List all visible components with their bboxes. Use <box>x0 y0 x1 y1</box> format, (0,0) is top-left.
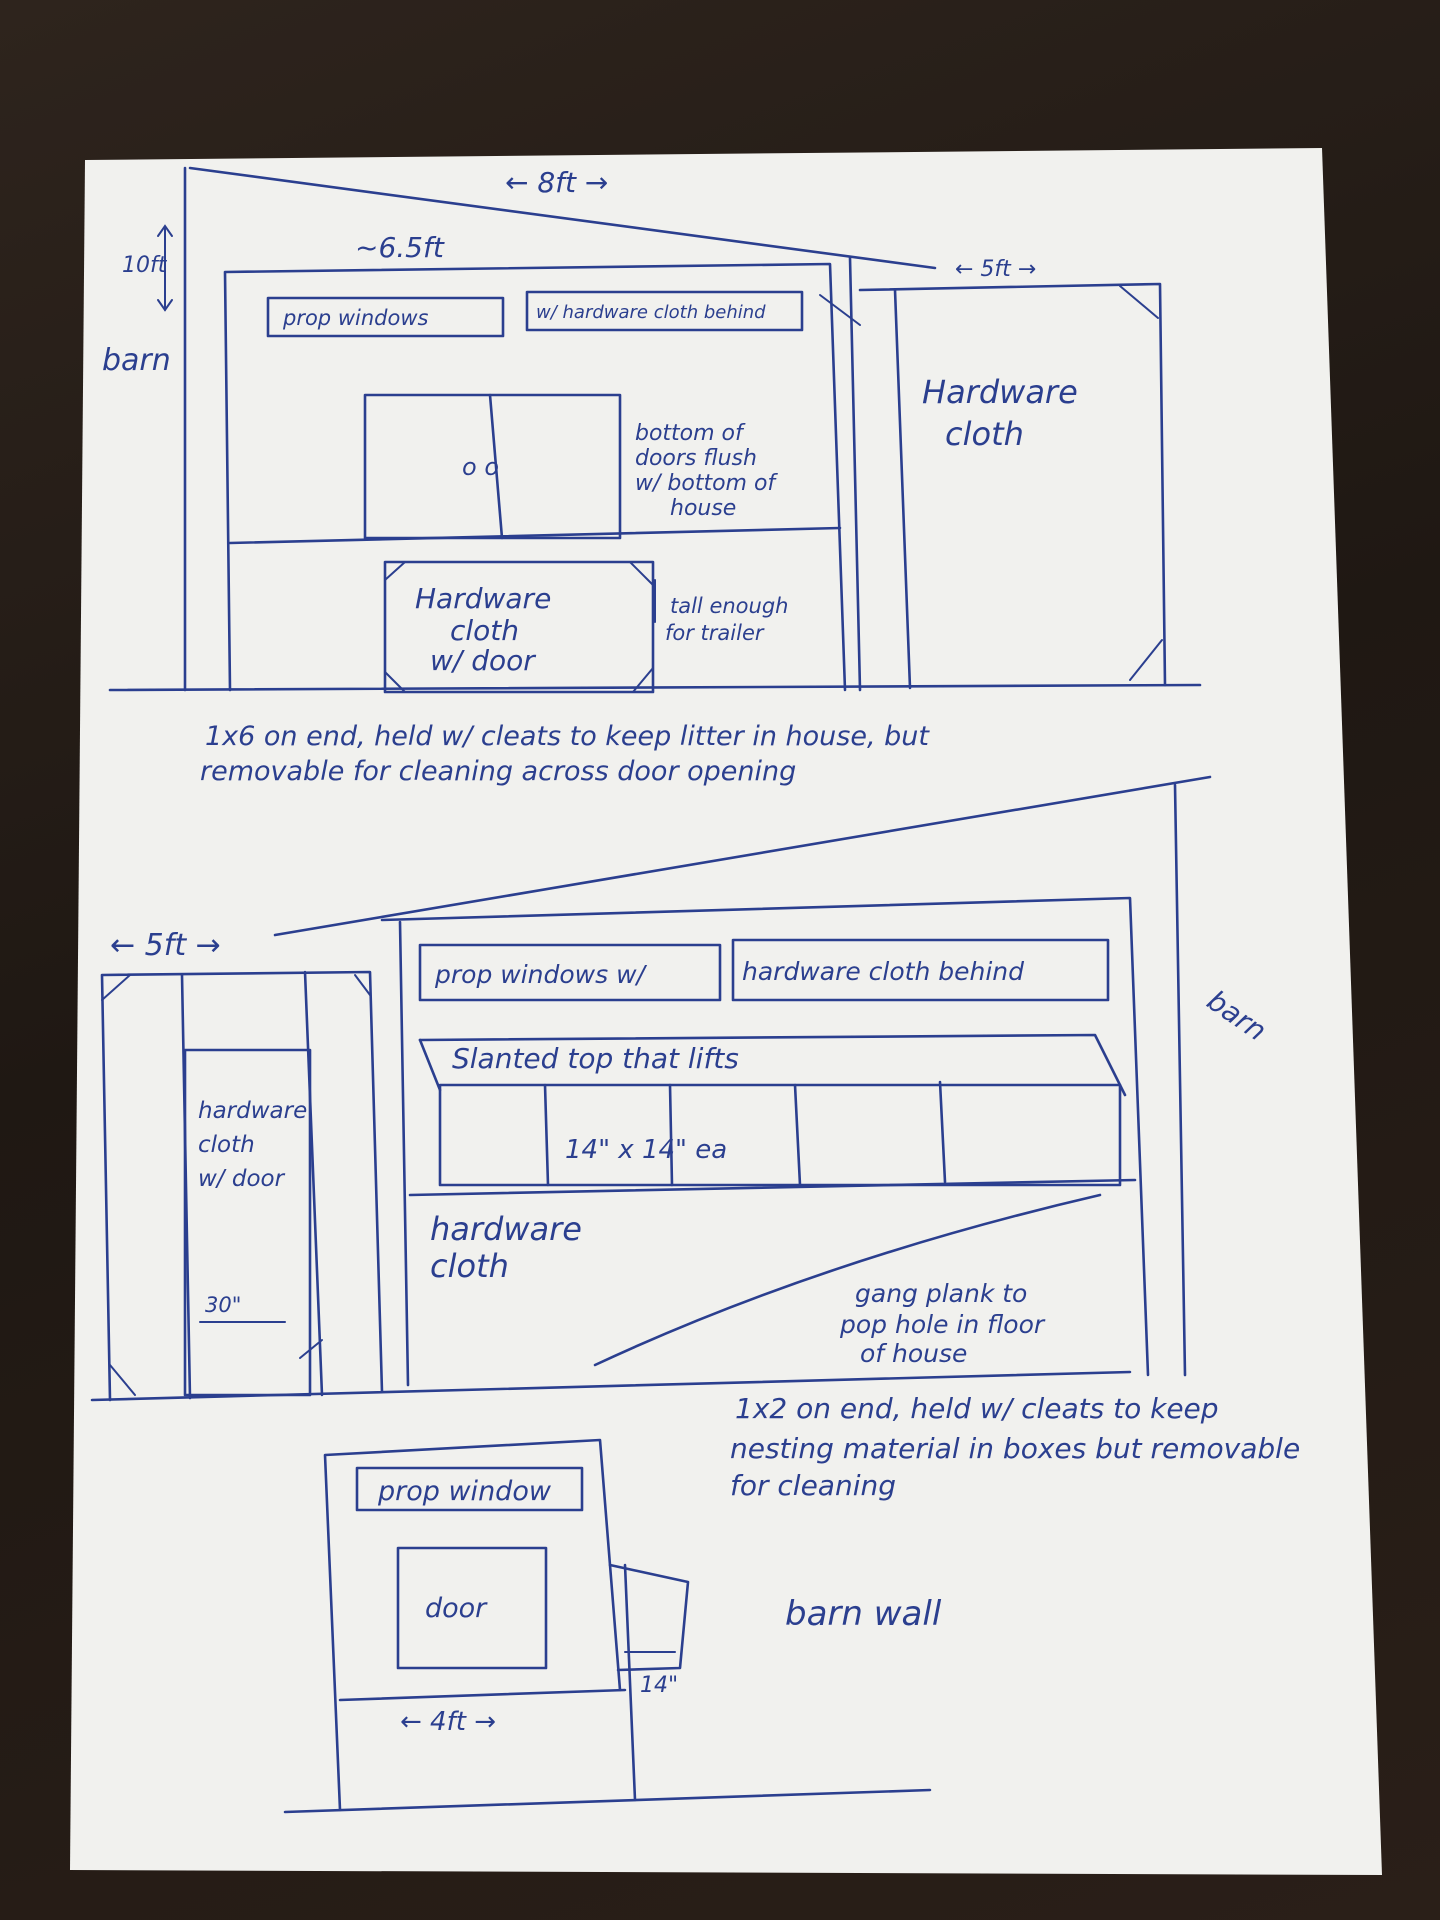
paper-sheet <box>70 148 1382 1875</box>
gangplank-line2: pop hole in floor <box>839 1310 1046 1339</box>
height-label: 10ft <box>122 253 168 278</box>
dim-30-label: 30" <box>205 1293 241 1317</box>
house-doors <box>363 393 622 540</box>
prop-windows-label-2: prop windows w/ <box>434 960 648 989</box>
lower-door-brace-tl <box>384 561 406 581</box>
house-brace <box>819 294 861 326</box>
height-arrow-head-up <box>157 224 173 237</box>
nesting-boxes <box>438 1083 1122 1187</box>
run2-label-line1: hardware <box>198 1098 307 1124</box>
width-label-3: ← 4ft → <box>400 1707 496 1737</box>
height-arrow-head-down <box>157 299 173 312</box>
door-split-line <box>488 393 504 540</box>
prop-windows-box <box>266 296 505 338</box>
hardware-cloth-box <box>525 290 804 332</box>
door-3 <box>396 1546 548 1670</box>
nest-divider-3 <box>793 1083 802 1187</box>
caption-1-line2: removable for cleaning across door openi… <box>200 756 796 787</box>
trailer-note-line1: tall enough <box>670 594 788 618</box>
door-note-line3: w/ bottom of <box>635 471 778 496</box>
gang-plank <box>593 1193 1102 1367</box>
sketch-1-front-view: 10ft barn ← 8ft → ~6.5ft ← 5ft → prop wi… <box>102 166 1202 787</box>
door-note-line4: house <box>670 496 736 521</box>
trailer-note-line2: for trailer <box>665 621 765 645</box>
house-floor-line-3 <box>338 1688 627 1702</box>
door-label-3: door <box>425 1593 488 1624</box>
prop-windows-label: prop windows <box>282 306 428 330</box>
run-brace-top <box>1119 285 1159 319</box>
run-width-label-2: ← 5ft → <box>110 928 221 963</box>
run-post-2b <box>303 970 324 1397</box>
nest-box-side <box>608 1563 690 1672</box>
hardware-cloth-box-label: w/ hardware cloth behind <box>536 302 766 323</box>
caption-2-line3: for cleaning <box>730 1469 896 1502</box>
lower-door-brace-bl <box>384 671 406 693</box>
barn-label-1: barn <box>102 343 171 378</box>
run2-brace-1 <box>101 974 131 1001</box>
slanted-top-label: Slanted top that lifts <box>452 1042 739 1075</box>
door-note-line1: bottom of <box>635 421 746 446</box>
lower-label-line1: Hardware <box>415 582 551 615</box>
sketch-3-end-view: prop window door ← 4ft → 14" barn wall <box>283 1438 942 1814</box>
barn-wall-line-2 <box>1173 783 1187 1377</box>
run2-label-line3: w/ door <box>198 1166 286 1192</box>
run-outline-2 <box>100 970 384 1402</box>
roof-slope-line <box>188 166 937 270</box>
top-width-label: ← 8ft → <box>505 166 608 199</box>
roof-line-2 <box>273 775 1212 937</box>
lower2-label-line2: cloth <box>430 1247 509 1285</box>
sketch-2-side-view: ← 5ft → hardware cloth w/ door 30" prop … <box>90 775 1300 1502</box>
caption-1-line1: 1x6 on end, held w/ cleats to keep litte… <box>205 721 930 752</box>
run-brace-bottom <box>1129 639 1163 681</box>
house-floor-line <box>228 526 842 545</box>
ground-line-3 <box>283 1788 932 1814</box>
run-label-line2: cloth <box>945 415 1024 453</box>
slanted-top-left <box>418 1038 442 1092</box>
slanted-top <box>418 1033 1127 1097</box>
run-door-2 <box>183 1048 312 1397</box>
dim-14-label: 14" <box>640 1673 678 1698</box>
run-post <box>893 288 912 690</box>
house-width-label: ~6.5ft <box>355 231 445 264</box>
caption-2-line1: 1x2 on end, held w/ cleats to keep <box>735 1392 1219 1425</box>
lower2-label-line1: hardware <box>430 1210 582 1248</box>
barn-wall-label: barn wall <box>785 1594 942 1634</box>
run2-brace-4 <box>299 1339 323 1359</box>
hardware-cloth-box-2 <box>731 938 1110 1002</box>
lower-door-brace-br <box>632 667 654 693</box>
run2-brace-2 <box>354 974 371 996</box>
lower-cloth-door <box>383 560 655 694</box>
house-post <box>848 256 862 692</box>
house-outline-2 <box>380 896 1150 1377</box>
gangplank-line3: of house <box>860 1339 967 1368</box>
house-outline <box>223 262 847 692</box>
door-knobs: o o <box>462 453 499 481</box>
run-label-line1: Hardware <box>922 373 1078 411</box>
run2-label-line2: cloth <box>198 1132 255 1158</box>
run2-brace-3 <box>109 1364 136 1396</box>
lower-label-line2: cloth <box>450 614 519 647</box>
door-note-line2: doors flush <box>635 446 757 471</box>
ground-line-1 <box>108 683 1202 692</box>
house-wall-3 <box>623 1563 637 1802</box>
nest-divider-2 <box>668 1083 674 1187</box>
nest-divider-4 <box>938 1080 947 1184</box>
house-post-2 <box>398 920 410 1387</box>
prop-window-label-3: prop window <box>377 1476 552 1507</box>
prop-window-box-3 <box>355 1466 584 1512</box>
lower-door-brace-tr <box>629 561 654 586</box>
nest-dim-label: 14" x 14" ea <box>565 1135 727 1165</box>
run-width-label: ← 5ft → <box>955 257 1036 282</box>
nest-divider-1 <box>543 1083 550 1187</box>
house-floor-line-2 <box>408 1178 1137 1197</box>
hardware-cloth-box-label-2: hardware cloth behind <box>742 957 1024 986</box>
caption-2-line2: nesting material in boxes but removable <box>730 1432 1300 1465</box>
gangplank-line1: gang plank to <box>855 1279 1027 1308</box>
run-outline <box>858 282 1167 687</box>
prop-windows-box-2 <box>418 943 722 1002</box>
lower-label-line3: w/ door <box>430 644 536 677</box>
